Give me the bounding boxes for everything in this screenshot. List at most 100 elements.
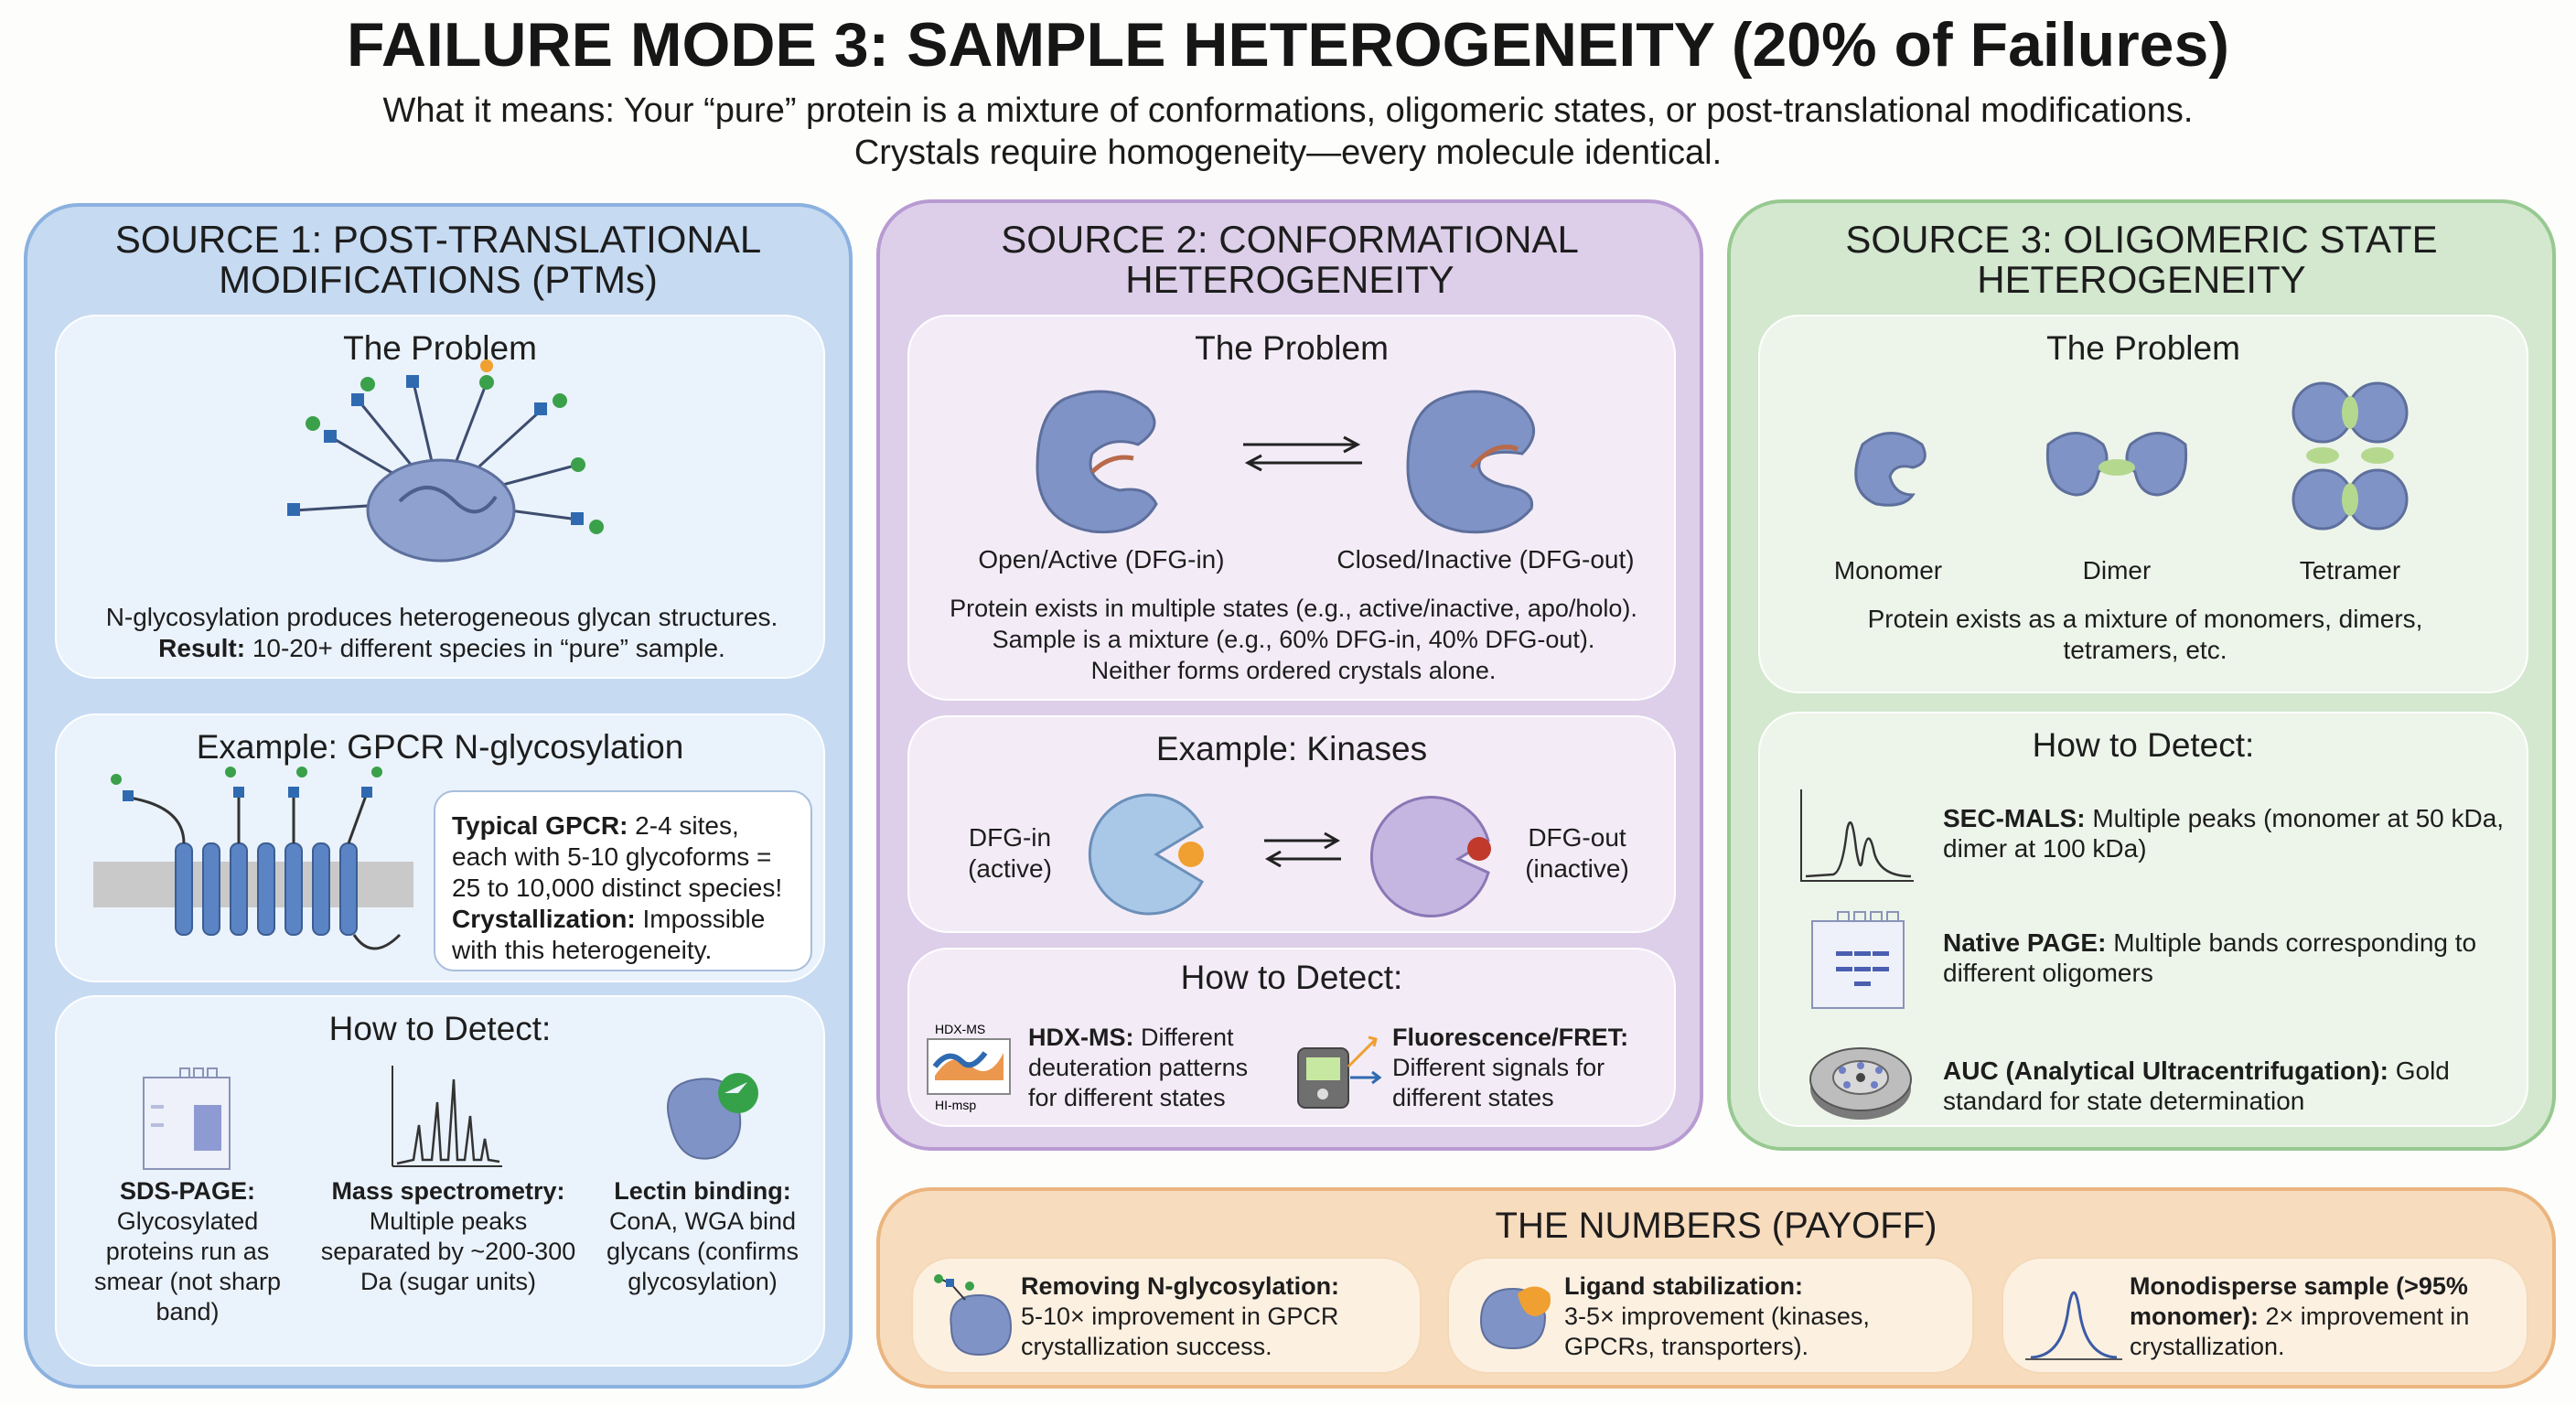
source2-example-panel: Example: Kinases DFG-in (active) DFG-out… xyxy=(907,715,1676,933)
monodisperse-payoff-value: 2× improvement in crystallization. xyxy=(2130,1303,2470,1360)
gpcr-note-text-1: 2-4 sites, each with 5-10 glycoforms = 2… xyxy=(452,811,783,902)
source2-problem-line-1: Protein exists in multiple states (e.g.,… xyxy=(950,595,1637,622)
source1-column: SOURCE 1: POST-TRANSLATIONAL MODIFICATIO… xyxy=(24,203,853,1389)
numbers-card-monodisperse: Monodisperse sample (>95% monomer): 2× i… xyxy=(2002,1257,2528,1374)
source2-problem-panel: The Problem Open/Active (DFG-in) Closed/… xyxy=(907,315,1676,701)
numbers-card-glycosylation: Removing N-glycosylation: 5-10× improvem… xyxy=(911,1257,1422,1374)
page-title: FAILURE MODE 3: SAMPLE HETEROGENEITY (20… xyxy=(347,10,2229,80)
hdx-ms-icon: HDX-MS HI-msp xyxy=(927,1022,1011,1112)
fret-label: Fluorescence/FRET: xyxy=(1392,1024,1629,1051)
native-page-gel-icon xyxy=(1811,911,1905,1009)
source1-problem-line-1: N-glycosylation produces heterogeneous g… xyxy=(105,603,778,631)
subtitle-line-2: Crystals require homogeneity—every molec… xyxy=(853,134,1723,172)
gpcr-note-box: Typical GPCR: 2-4 sites, each with 5-10 … xyxy=(434,790,812,971)
lectin-label: Lectin binding: xyxy=(614,1177,791,1205)
auc-label: AUC (Analytical Ultracentrifugation): xyxy=(1943,1056,2388,1085)
source1-result-text: 10-20+ different species in “pure” sampl… xyxy=(245,634,725,662)
dfg-out-line-2: (inactive) xyxy=(1525,854,1629,883)
source2-problem-text: Protein exists in multiple states (e.g.,… xyxy=(918,593,1669,686)
dfg-in-line-2: (active) xyxy=(968,854,1052,883)
source3-title: SOURCE 3: OLIGOMERIC STATE HETEROGENEITY xyxy=(1731,220,2552,300)
lectin-item: Lectin binding: ConA, WGA bind glycans (… xyxy=(595,1176,810,1297)
sec-mals-trace-icon xyxy=(1800,789,1914,882)
dfg-out-label: DFG-out (inactive) xyxy=(1504,822,1650,885)
gpcr-note-label-2: Crystallization: xyxy=(452,905,636,933)
source1-result-label: Result: xyxy=(158,634,246,662)
dfg-out-pacman-icon xyxy=(1369,796,1491,917)
source3-problem-title: The Problem xyxy=(2046,329,2240,367)
glycosylation-payoff-text: Removing N-glycosylation: 5-10× improvem… xyxy=(1021,1271,1414,1362)
dfg-out-line-1: DFG-out xyxy=(1528,823,1626,852)
fret-item: Fluorescence/FRET: Different signals for… xyxy=(1392,1023,1667,1113)
numbers-card-ligand: Ligand stabilization: 3-5× improvement (… xyxy=(1447,1257,1974,1374)
source3-problem-text: Protein exists as a mixture of monomers,… xyxy=(1769,604,2521,666)
monodisperse-payoff-label: Monodisperse sample (>95% monomer): xyxy=(2130,1272,2468,1330)
source3-title-line-1: SOURCE 3: OLIGOMERIC STATE xyxy=(1845,218,2438,261)
dfg-in-line-1: DFG-in xyxy=(968,823,1052,852)
gpcr-membrane-icon xyxy=(93,767,413,950)
state-open-label: Open/Active (DFG-in) xyxy=(978,545,1225,574)
sds-page-text: Glycosylated proteins run as smear (not … xyxy=(93,1207,282,1325)
source1-title-line-1: SOURCE 1: POST-TRANSLATIONAL xyxy=(114,218,762,261)
source3-column: SOURCE 3: OLIGOMERIC STATE HETEROGENEITY… xyxy=(1727,199,2556,1151)
mass-spectrum-icon xyxy=(392,1066,502,1167)
source3-problem-line-1: Protein exists as a mixture of monomers,… xyxy=(1867,605,2423,633)
sec-mals-text: Multiple peaks (monomer at 50 kDa, dimer… xyxy=(1943,804,2505,863)
fret-text: Different signals for different states xyxy=(1392,1054,1605,1111)
hdx-ms-item: HDX-MS: Different deuteration patterns f… xyxy=(1028,1023,1266,1113)
sds-page-gel-icon xyxy=(143,1067,231,1170)
open-kinase-icon xyxy=(1036,390,1158,534)
ligand-payoff-text: Ligand stabilization: 3-5× improvement (… xyxy=(1564,1271,1967,1362)
source2-column: SOURCE 2: CONFORMATIONAL HETEROGENEITY T… xyxy=(876,199,1703,1151)
hdx-ms-text: Different deuteration patterns for diffe… xyxy=(1028,1024,1249,1111)
ultracentrifuge-rotor-icon xyxy=(1809,1047,1912,1120)
monodisperse-peak-icon xyxy=(2025,1291,2122,1360)
equilibrium-arrows-icon xyxy=(1243,435,1362,472)
source2-problem-title: The Problem xyxy=(1195,329,1389,367)
auc-item: AUC (Analytical Ultracentrifugation): Go… xyxy=(1943,1056,2510,1116)
native-page-item: Native PAGE: Multiple bands correspondin… xyxy=(1943,928,2510,988)
auc-text: Gold standard for state determination xyxy=(1943,1056,2450,1115)
source2-detect-title: How to Detect: xyxy=(1180,959,1403,996)
source2-title-line-1: SOURCE 2: CONFORMATIONAL xyxy=(1001,218,1579,261)
source3-detect-title: How to Detect: xyxy=(2032,726,2255,764)
lectin-text: ConA, WGA bind glycans (confirms glycosy… xyxy=(606,1207,800,1295)
source1-problem-title: The Problem xyxy=(343,329,537,367)
kinase-arrows-icon xyxy=(1264,831,1341,868)
source1-problem-text: N-glycosylation produces heterogeneous g… xyxy=(66,602,818,664)
native-page-text: Multiple bands corresponding to differen… xyxy=(1943,928,2477,987)
mass-spec-label: Mass spectrometry: xyxy=(331,1177,565,1205)
dimer-icon xyxy=(2045,432,2188,497)
ligand-bound-protein-icon xyxy=(1479,1286,1551,1350)
source1-problem-panel: The Problem N-glycosylation produces het… xyxy=(55,315,825,679)
ligand-payoff-value: 3-5× improvement (kinases, GPCRs, transp… xyxy=(1564,1303,1870,1360)
source1-detect-title: How to Detect: xyxy=(328,1010,552,1047)
source2-problem-line-2: Sample is a mixture (e.g., 60% DFG-in, 4… xyxy=(992,626,1595,653)
source3-problem-line-2: tetramers, etc. xyxy=(2063,636,2227,664)
ligand-payoff-label: Ligand stabilization: xyxy=(1564,1272,1803,1300)
dimer-label: Dimer xyxy=(2082,556,2152,585)
source2-example-title: Example: Kinases xyxy=(1155,730,1428,767)
source2-detect-panel: How to Detect: HDX-MS HI-msp HDX-MS: Dif… xyxy=(907,948,1676,1127)
monomer-icon xyxy=(1854,432,1927,507)
lectin-binding-icon xyxy=(667,1073,758,1160)
dfg-in-label: DFG-in (active) xyxy=(946,822,1074,885)
source1-example-panel: Example: GPCR N-glycosylation Typical GP… xyxy=(55,713,825,982)
gpcr-note-text-2: Impossible with this heterogeneity. xyxy=(452,905,766,964)
fluorescence-instrument-icon xyxy=(1297,1035,1382,1109)
glycosylation-payoff-value: 5-10× improvement in GPCR crystallizatio… xyxy=(1021,1303,1339,1360)
source1-title: SOURCE 1: POST-TRANSLATIONAL MODIFICATIO… xyxy=(27,220,849,300)
state-closed-label: Closed/Inactive (DFG-out) xyxy=(1336,545,1635,574)
source2-title-line-2: HETEROGENEITY xyxy=(1125,258,1454,301)
dfg-in-pacman-icon xyxy=(1088,793,1204,916)
source3-title-line-2: HETEROGENEITY xyxy=(1977,258,2306,301)
native-page-label: Native PAGE: xyxy=(1943,928,2107,957)
tetramer-label: Tetramer xyxy=(2299,556,2401,585)
glycosylated-protein-icon xyxy=(287,359,604,563)
gpcr-note-label-1: Typical GPCR: xyxy=(452,811,628,840)
monomer-label: Monomer xyxy=(1833,556,1943,585)
sds-page-label: SDS-PAGE: xyxy=(119,1177,255,1205)
source3-problem-panel: The Problem Monomer Dimer Tetramer Prote… xyxy=(1758,315,2528,693)
mass-spec-text: Multiple peaks separated by ~200-300 Da … xyxy=(320,1207,576,1295)
source2-title: SOURCE 2: CONFORMATIONAL HETEROGENEITY xyxy=(880,220,1700,300)
